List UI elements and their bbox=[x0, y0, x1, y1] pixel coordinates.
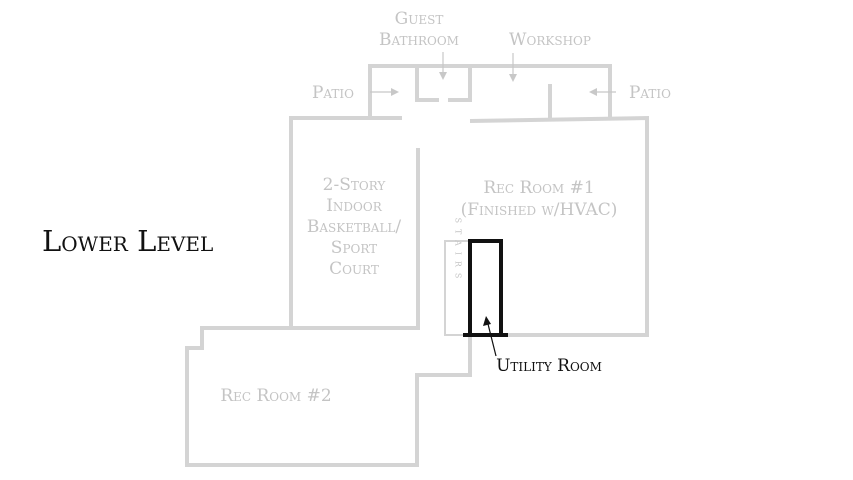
utility-arrow-head bbox=[483, 316, 491, 326]
court-label-line5: Court bbox=[329, 259, 379, 279]
court-label-line3: Basketball/ bbox=[307, 217, 402, 237]
bathroom-left-wall bbox=[415, 64, 439, 102]
rec-room-2-label: Rec Room #2 bbox=[220, 386, 331, 406]
utility-room-label: Utility Room bbox=[496, 356, 602, 376]
utility-room bbox=[463, 239, 508, 357]
court-label-line1: 2-Story bbox=[323, 175, 387, 195]
court-label-line2: Indoor bbox=[326, 196, 383, 216]
patio-left-arrowhead bbox=[391, 88, 399, 96]
patio-right-label: Patio bbox=[629, 83, 671, 103]
page-title: Lower Level bbox=[42, 224, 213, 258]
guest-bathroom-label-line1: Guest bbox=[395, 9, 444, 29]
main-outline bbox=[185, 115, 649, 467]
bathroom-right-wall bbox=[448, 64, 472, 102]
bathroom-arrowhead bbox=[439, 72, 447, 80]
patio-right-arrowhead bbox=[589, 88, 597, 96]
stairs-label: STAIRS bbox=[454, 218, 463, 285]
guest-bathroom-label-line2: Bathroom bbox=[379, 30, 459, 50]
arrows bbox=[370, 52, 616, 96]
workshop-label: Workshop bbox=[509, 30, 591, 50]
patio-left-label: Patio bbox=[312, 83, 354, 103]
utility-arrow-line bbox=[487, 323, 497, 357]
rec-room-1-label-line2: (Finished w/HVAC) bbox=[461, 200, 618, 220]
court-label-line4: Sport bbox=[331, 238, 377, 258]
rec-room-1-label-line1: Rec Room #1 bbox=[483, 178, 594, 198]
upper-wing-outline bbox=[368, 64, 612, 119]
court-partition bbox=[289, 148, 420, 330]
workshop-arrowhead bbox=[509, 74, 517, 82]
